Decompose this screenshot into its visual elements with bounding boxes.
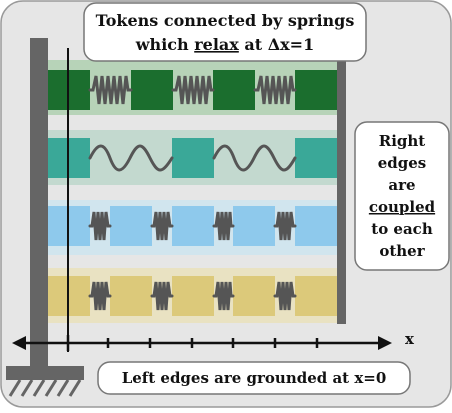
axis-label: x xyxy=(405,330,415,348)
title-line-2-end: at Δx=1 xyxy=(239,35,314,54)
spring-icon xyxy=(88,144,174,172)
spring-icon xyxy=(212,281,235,311)
spring-icon xyxy=(253,75,297,105)
ground-base xyxy=(6,366,84,380)
side-note-line: edges xyxy=(378,154,427,172)
title-box xyxy=(83,2,367,62)
bottom-note-box xyxy=(97,361,411,395)
token xyxy=(295,138,337,178)
row4-springs xyxy=(88,281,297,311)
side-note-line: other xyxy=(379,242,425,260)
title-line-1: Tokens connected by springs xyxy=(96,11,355,30)
spring-icon xyxy=(273,211,297,241)
row2-springs xyxy=(88,144,297,172)
token xyxy=(131,70,173,110)
right-coupling-bar xyxy=(337,60,346,324)
token xyxy=(172,138,214,178)
side-note-line: to each xyxy=(371,220,433,238)
spring-icon xyxy=(273,281,297,311)
side-note-emphasis: coupled xyxy=(369,198,436,216)
side-note-line: are xyxy=(388,176,415,194)
spring-icon xyxy=(212,144,297,172)
spring-icon xyxy=(88,211,112,241)
side-note-line: Right xyxy=(379,132,426,150)
token xyxy=(213,70,255,110)
x-axis xyxy=(20,335,384,351)
ground-hatch-icon xyxy=(8,379,82,397)
token xyxy=(172,276,214,316)
token xyxy=(295,206,337,246)
row3-springs xyxy=(88,211,297,241)
row2-tokens xyxy=(48,138,337,178)
spring-icon xyxy=(212,211,235,241)
token xyxy=(295,70,337,110)
spring-icon xyxy=(88,75,133,105)
left-wall xyxy=(30,38,48,368)
token xyxy=(295,276,337,316)
row3-tokens xyxy=(48,206,337,246)
title-emphasis: relax xyxy=(194,35,239,54)
spring-icon xyxy=(150,211,174,241)
side-note-box xyxy=(354,121,450,271)
axis-left-arrow-icon xyxy=(12,336,26,350)
token xyxy=(110,276,152,316)
row1-springs xyxy=(88,75,297,105)
token xyxy=(110,206,152,246)
spring-icon xyxy=(88,281,112,311)
spring-icon xyxy=(150,281,174,311)
token xyxy=(172,206,214,246)
title-line-2: which relax at Δx=1 xyxy=(135,35,314,54)
bottom-note: Left edges are grounded at x=0 xyxy=(122,369,387,387)
axis-right-arrow-icon xyxy=(378,336,392,350)
spring-icon xyxy=(171,75,215,105)
token xyxy=(233,276,275,316)
token xyxy=(233,206,275,246)
title-line-2-start: which xyxy=(135,35,194,54)
